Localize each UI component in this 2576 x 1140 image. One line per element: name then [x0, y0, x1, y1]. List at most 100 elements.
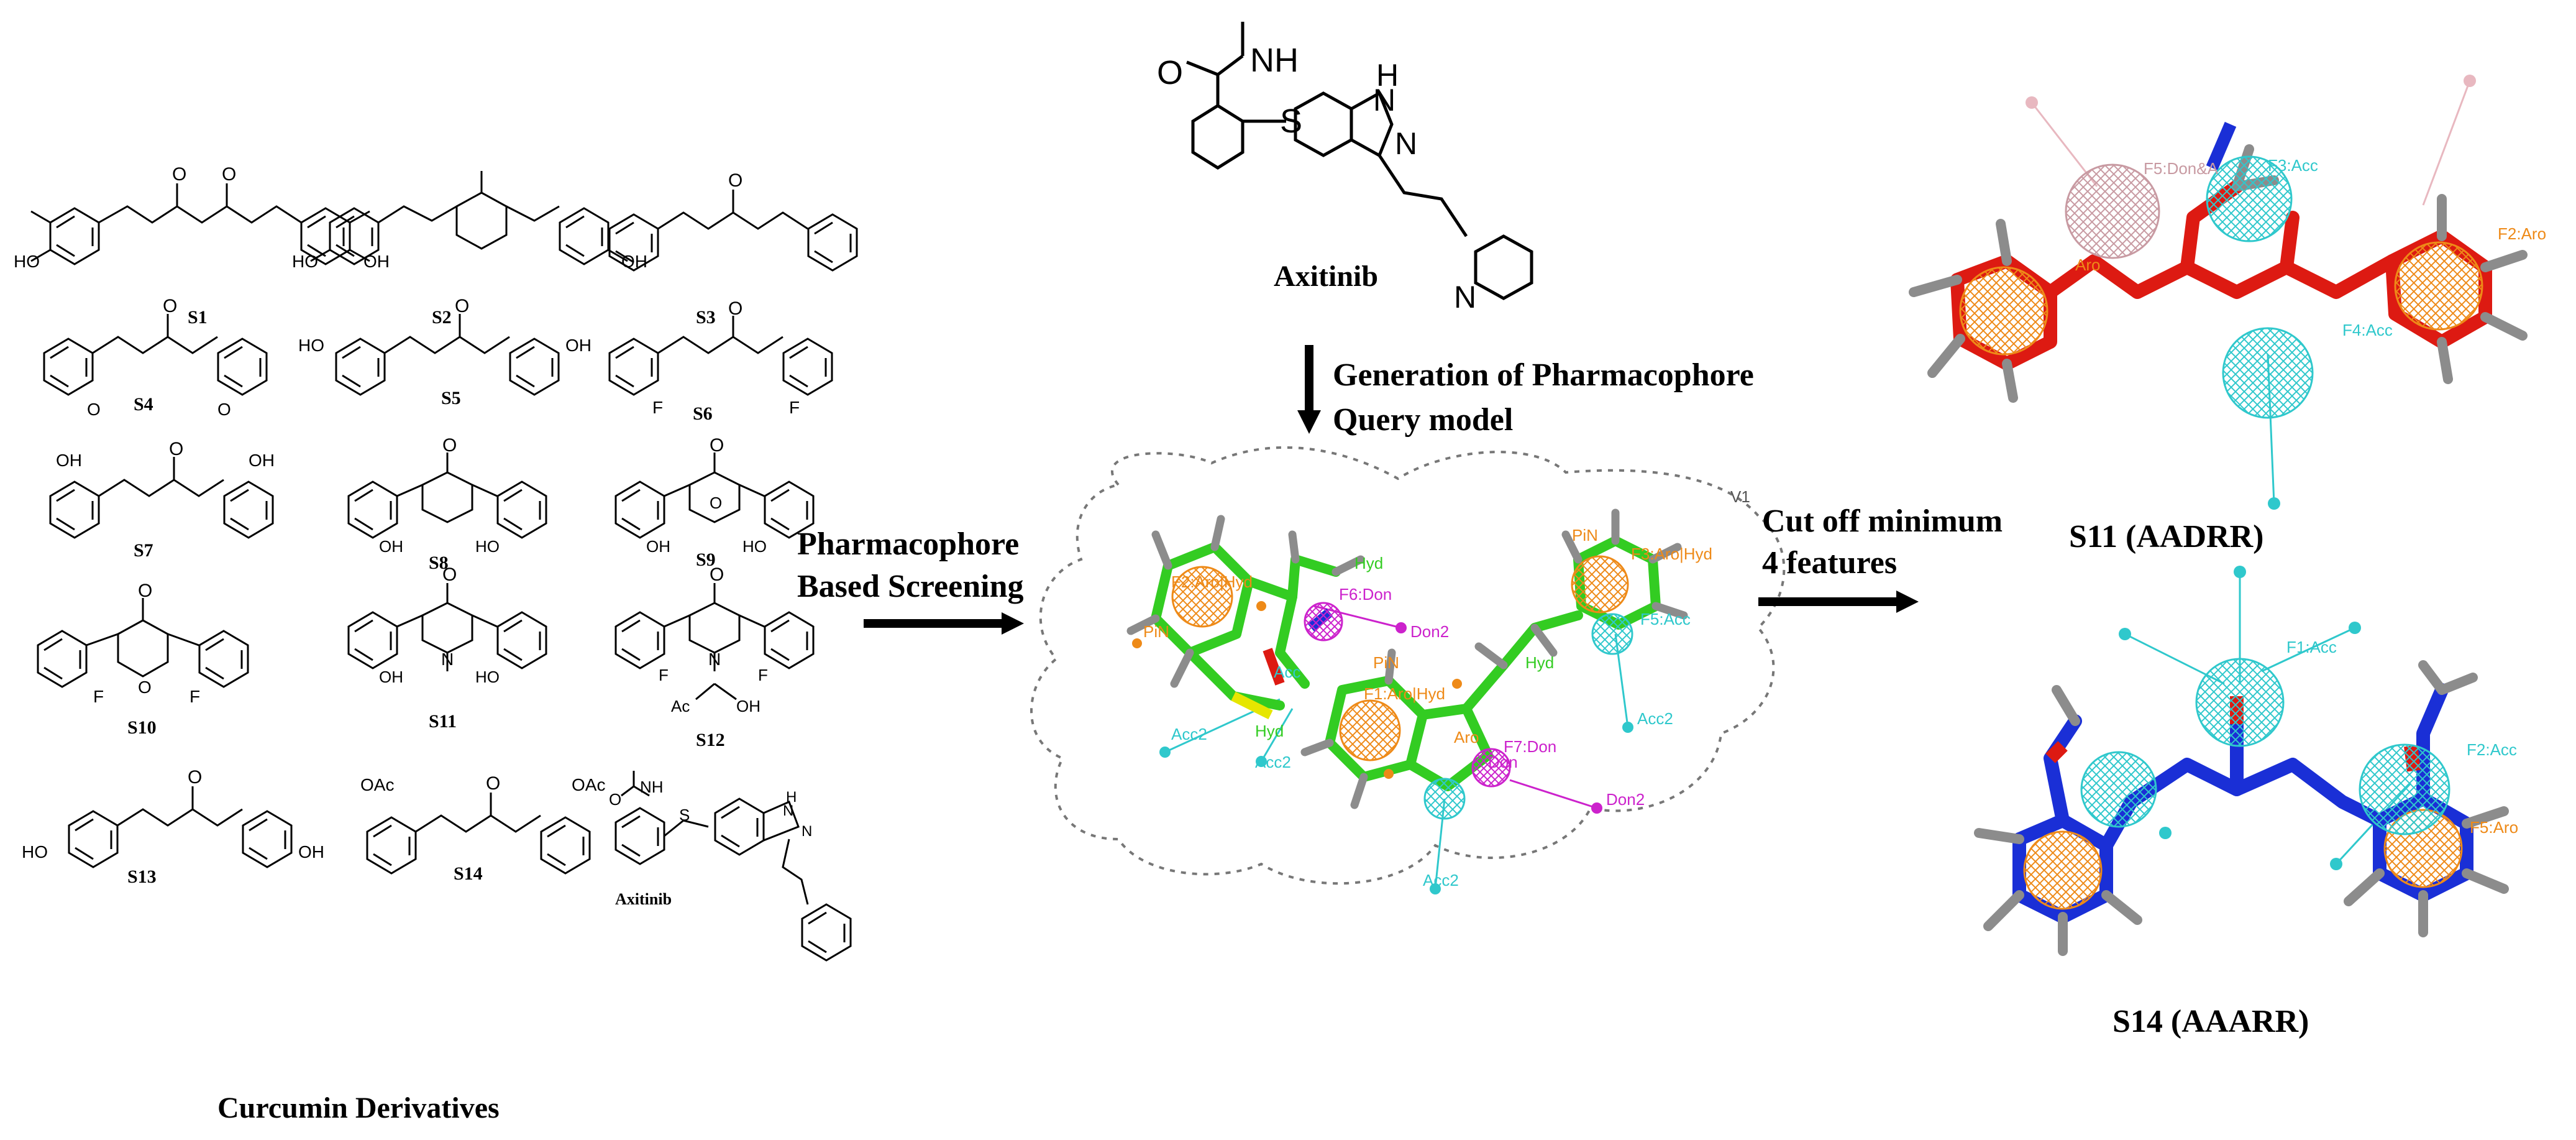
compound-label-s10: S10: [127, 717, 157, 738]
atom-label: O: [442, 435, 457, 456]
compound-s1-structure: O O HO OH S1: [14, 164, 390, 328]
compound-s13-structure: O HO OH S13: [22, 767, 324, 887]
feature-label: PiN: [1143, 622, 1169, 641]
compound-s4-structure: O O O S4: [43, 296, 268, 419]
compound-s5-structure: O HO OH S5: [298, 296, 591, 408]
atom-label: OH: [298, 842, 324, 862]
atom-label: O: [609, 790, 621, 809]
compound-label-s13: S13: [127, 866, 157, 887]
atom-label: N: [441, 650, 454, 669]
pharmacophore-query-model: V1: [1030, 446, 1786, 894]
atom-label: N: [1454, 280, 1476, 315]
atom-label: O: [138, 581, 152, 601]
atom-label: H: [1376, 58, 1399, 93]
cutoff-step-line1: Cut off minimum: [1762, 503, 2003, 539]
atom-label: O: [1157, 54, 1183, 91]
atom-label: O: [87, 400, 101, 419]
feature-label: Acc2: [1423, 871, 1459, 889]
compound-label-s4: S4: [134, 394, 153, 415]
atom-label: OH: [56, 451, 82, 470]
atom-label: OH: [379, 668, 403, 686]
atom-label: N: [1373, 83, 1395, 117]
atom-label: S: [679, 806, 690, 824]
atom-label: O: [172, 164, 186, 185]
atom-label: O: [138, 678, 152, 697]
compound-label-s9: S9: [696, 549, 716, 570]
atom-label: O: [188, 767, 202, 788]
compound-s9-structure: O O OH HO S9: [614, 435, 815, 570]
atom-label: F: [652, 398, 663, 417]
atom-label: O: [442, 564, 457, 585]
feature-label: Hyd: [1255, 722, 1284, 740]
feature-label: Don2: [1606, 790, 1645, 809]
feature-label: F3:Aro|Hyd: [1631, 545, 1712, 563]
generation-step-line2: Query model: [1333, 402, 1513, 438]
atom-label: O: [486, 773, 500, 794]
hit-s14-model: F1:Acc F2:Acc F5:Aro S14 (AAARR): [1974, 566, 2518, 1039]
compound-s10-structure: O O F F S10: [37, 581, 249, 738]
cutoff-step-line2: 4 features: [1762, 545, 1897, 581]
compound-label-s2: S2: [432, 307, 452, 328]
compound-s3-structure: O S3: [608, 170, 858, 328]
compound-axitinib-small-structure: O NH S H N N Axitinib: [609, 771, 852, 962]
atom-label: S: [1280, 103, 1302, 140]
feature-label: F1:Acc: [2286, 638, 2337, 656]
feature-label: F7:Don: [1504, 737, 1556, 756]
feature-label: Hyd: [1354, 554, 1383, 572]
atom-label: O: [728, 170, 742, 191]
compound-s14-structure: O OAc OAc S14: [360, 773, 605, 884]
feature-label: F5:Aro: [2470, 818, 2518, 837]
atom-label: Ac: [671, 697, 690, 715]
atom-label: O: [710, 435, 724, 456]
compound-label-s5: S5: [441, 388, 461, 408]
compound-s7-structure: O OH OH S7: [49, 439, 275, 561]
query-cloud-outline: [1030, 446, 1786, 885]
axitinib-title: Axitinib: [1274, 260, 1378, 293]
feature-label: F2:Aro|Hyd: [1171, 572, 1253, 591]
feature-label: F2:Aro: [2498, 224, 2546, 243]
atom-label: O: [217, 400, 231, 419]
axitinib-main-structure: O NH S H N N N Axitinib: [1157, 22, 1533, 315]
hit-label-s11: S11 (AADRR): [2069, 519, 2263, 554]
compound-label-s3: S3: [696, 307, 716, 328]
query-version-tag: V1: [1730, 487, 1750, 506]
feature-label: Acc2: [1255, 753, 1291, 771]
atom-label: O: [710, 494, 722, 512]
compound-label-s7: S7: [134, 540, 153, 561]
feature-label: Acc: [1274, 663, 1300, 681]
atom-label: F: [789, 398, 800, 417]
feature-label: Acc2: [1637, 709, 1673, 728]
feature-label: PiN: [1373, 653, 1399, 672]
feature-label: Acc2: [1171, 725, 1207, 743]
compound-s11-structure: O N OH HO S11: [347, 564, 547, 732]
atom-label: OH: [646, 537, 670, 556]
hit-s11-model: F5:Don&A F3:Acc F2:Aro F4:Acc Aro S11 (A…: [1909, 75, 2546, 554]
compound-label-s14: S14: [454, 863, 483, 884]
atom-label: F: [190, 687, 200, 706]
atom-label: HO: [742, 537, 767, 556]
curcumin-derivatives-panel: O O HO OH S1 HO OH S2 O S3: [14, 164, 858, 1124]
atom-label: O: [222, 164, 236, 185]
atom-label: HO: [14, 252, 40, 271]
atom-label: N: [1395, 126, 1417, 161]
compound-label-s6: S6: [693, 403, 713, 424]
atom-label: H: [786, 789, 797, 806]
compound-label-axitinib: Axitinib: [615, 890, 672, 908]
generation-step: Generation of Pharmacophore Query model: [1297, 345, 1754, 438]
feature-label: F5:Acc: [1640, 610, 1691, 628]
atom-label: OAc: [572, 775, 605, 794]
feature-label: Hyd: [1525, 653, 1554, 672]
panel-title-curcumin-derivatives: Curcumin Derivatives: [217, 1092, 500, 1124]
feature-label: Aro: [1454, 728, 1479, 747]
atom-label: O: [710, 564, 724, 585]
feature-label: F5:Don&A: [2144, 159, 2219, 178]
atom-label: HO: [475, 537, 500, 556]
compound-s12-structure: O N F F Ac OH S12: [614, 564, 815, 750]
compound-s6-structure: O F F S6: [608, 298, 833, 424]
atom-label: O: [728, 298, 742, 319]
compound-s8-structure: O OH HO S8: [347, 435, 547, 573]
atom-label: HO: [292, 252, 318, 271]
screening-step: Pharmacophore Based Screening: [797, 526, 1024, 635]
atom-label: N: [708, 650, 721, 669]
